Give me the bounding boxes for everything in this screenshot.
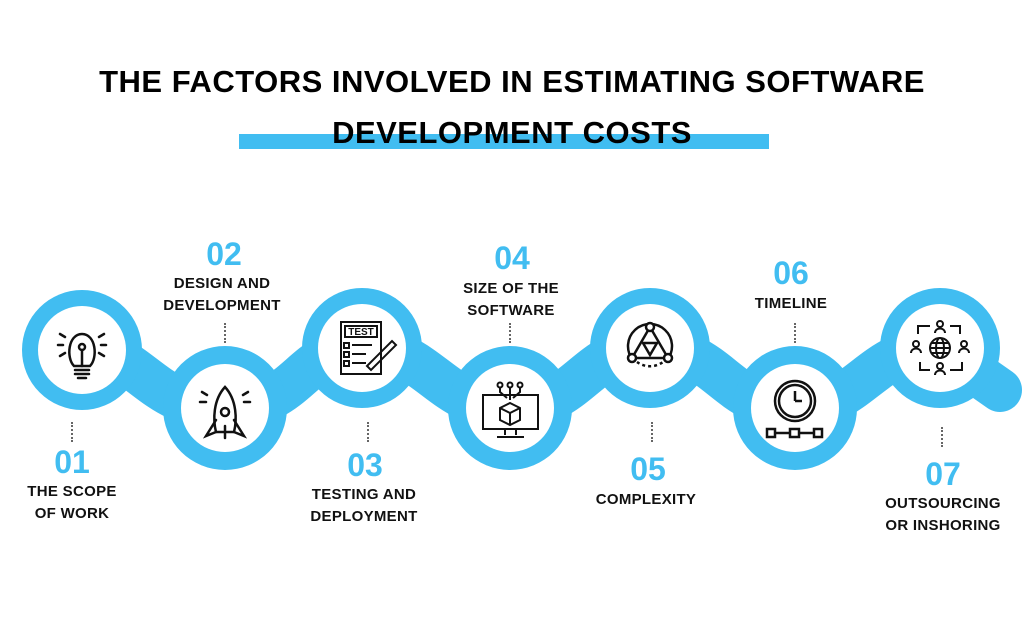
connector-dots-07 xyxy=(941,427,945,447)
factor-02-number: 02 xyxy=(206,236,242,272)
globe-people-icon xyxy=(910,320,970,376)
monitor-cube-icon xyxy=(482,381,539,438)
title-line-2-text: DEVELOPMENT COSTS xyxy=(332,115,692,150)
factor-02-label-line1: DESIGN AND xyxy=(173,275,271,292)
factor-06-label-line1: TIMELINE xyxy=(754,295,828,312)
network-triangle-icon xyxy=(626,321,674,368)
factor-03-number: 03 xyxy=(347,447,383,483)
factor-05-label: COMPLEXITY xyxy=(556,489,736,511)
test-checklist-icon: TEST xyxy=(340,321,398,375)
factor-02-label: DESIGN AND DEVELOPMENT xyxy=(132,273,312,317)
factor-06-label: TIMELINE xyxy=(701,293,881,315)
title-underline-bar xyxy=(239,134,769,149)
rocket-icon xyxy=(198,385,252,440)
connector-dots-01 xyxy=(71,422,75,442)
factor-01-number: 01 xyxy=(54,444,90,480)
factor-03-label: TESTING AND DEPLOYMENT xyxy=(274,484,454,528)
connector-dots-05 xyxy=(651,422,655,442)
factor-01-label-line1: THE SCOPE xyxy=(27,483,117,500)
clock-timeline-icon xyxy=(765,379,824,439)
factor-07-label-line2: OR INSHORING xyxy=(885,517,1001,534)
title-line-1: THE FACTORS INVOLVED IN ESTIMATING SOFTW… xyxy=(99,64,925,99)
factor-01-label-line2: OF WORK xyxy=(34,505,110,522)
factor-04-number: 04 xyxy=(494,240,530,276)
svg-text:TEST: TEST xyxy=(348,327,374,338)
factor-05-label-line1: COMPLEXITY xyxy=(595,491,697,508)
factor-07-number: 07 xyxy=(925,456,961,492)
title-line-2: DEVELOPMENT COSTS xyxy=(0,115,1024,151)
connector-dots-02 xyxy=(224,323,228,343)
connector-dots-06 xyxy=(794,323,798,343)
factor-02-label-line2: DEVELOPMENT xyxy=(163,297,281,314)
factor-07-label-line1: OUTSOURCING xyxy=(885,495,1001,512)
factor-04-label-line2: SOFTWARE xyxy=(467,302,555,319)
connector-dots-03 xyxy=(367,422,371,442)
factor-06-number: 06 xyxy=(773,255,809,291)
factor-07-label: OUTSOURCING OR INSHORING xyxy=(853,493,1024,537)
factor-04-label: SIZE OF THE SOFTWARE xyxy=(421,278,601,322)
factor-03-label-line1: TESTING AND xyxy=(311,486,417,503)
factor-05-number: 05 xyxy=(630,451,666,487)
factor-04-label-line1: SIZE OF THE xyxy=(463,280,559,297)
lightbulb-icon xyxy=(56,332,108,380)
factor-01-label: THE SCOPE OF WORK xyxy=(0,481,162,525)
connector-dots-04 xyxy=(509,323,513,343)
factor-03-label-line2: DEPLOYMENT xyxy=(310,508,418,525)
